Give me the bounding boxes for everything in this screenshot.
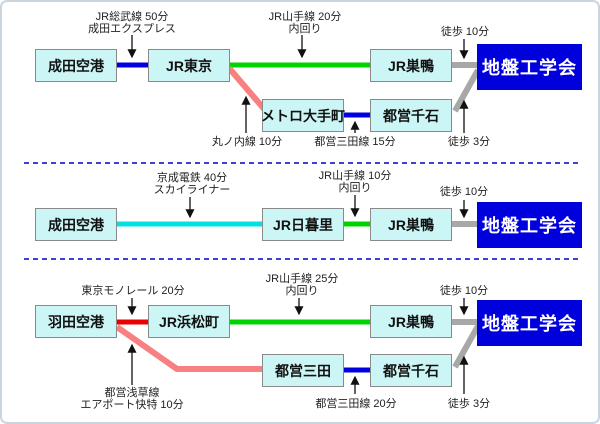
label-line: 徒歩 10分 <box>439 285 489 297</box>
station-jr-tokyo: JR東京 <box>148 49 230 82</box>
line-walk-sengoku-2 <box>452 324 481 369</box>
station-jr-nippori: JR日暮里 <box>262 208 344 241</box>
label-line: 丸ノ内線 10分 <box>211 136 283 148</box>
line-marunouchi <box>226 66 268 112</box>
label-line: スカイライナー <box>153 184 231 196</box>
label-line: 内回り <box>338 182 372 194</box>
label-line: JR山手線 10分 <box>318 170 392 182</box>
label-line: 都営三田線 15分 <box>314 136 396 148</box>
label-asakusa-line: 都営浅草線 エアポート快特 10分 <box>47 387 217 411</box>
station-jr-hamamatsucho: JR浜松町 <box>148 305 230 338</box>
label-line: 東京モノレール 20分 <box>81 285 185 297</box>
line-asakusa <box>115 324 263 372</box>
station-toei-sengoku-2: 都営千石 <box>370 354 452 387</box>
label-walk-10min-1: 徒歩 10分 <box>380 26 550 38</box>
label-walk-3min-1: 徒歩 3分 <box>384 136 554 148</box>
label-line: 徒歩 10分 <box>440 26 490 38</box>
label-line: 徒歩 3分 <box>447 136 491 148</box>
station-narita-airport-2: 成田空港 <box>35 208 117 241</box>
destination-box-1: 地盤工学会 <box>477 44 582 90</box>
label-line: 内回り <box>288 23 322 35</box>
station-haneda-airport: 羽田空港 <box>35 305 117 338</box>
station-metro-otemachi: メトロ大手町 <box>261 99 345 132</box>
label-line: エアポート快特 10分 <box>80 399 184 411</box>
label-marunouchi-line: 丸ノ内線 10分 <box>162 136 332 148</box>
label-yamanote-line-3: JR山手線 25分 内回り <box>217 273 387 297</box>
station-narita-airport-1: 成田空港 <box>35 49 117 82</box>
station-toei-mita: 都営三田 <box>262 354 344 387</box>
label-line: 京成電鉄 40分 <box>156 172 228 184</box>
label-line: JR山手線 25分 <box>265 273 339 285</box>
label-line: 徒歩 3分 <box>447 398 491 410</box>
label-line: 徒歩 10分 <box>439 186 489 198</box>
label-line: 都営浅草線 <box>104 387 160 399</box>
label-mita-line-20min: 都営三田線 20分 <box>271 398 441 410</box>
label-line: 内回り <box>285 285 319 297</box>
label-walk-10min-2: 徒歩 10分 <box>379 186 549 198</box>
station-jr-sugamo-3: JR巣鴨 <box>370 305 452 338</box>
label-line: 都営三田線 20分 <box>315 398 397 410</box>
station-jr-sugamo-2: JR巣鴨 <box>370 208 452 241</box>
label-yamanote-line-2: JR山手線 10分 内回り <box>270 170 440 194</box>
label-tokyo-monorail: 東京モノレール 20分 <box>48 285 218 297</box>
label-yamanote-line-1: JR山手線 20分 内回り <box>220 11 390 35</box>
station-jr-sugamo-1: JR巣鴨 <box>370 49 452 82</box>
label-keisei-railway: 京成電鉄 40分 スカイライナー <box>107 172 277 196</box>
label-line: 成田エクスプレス <box>88 23 176 35</box>
label-line: JR山手線 20分 <box>268 11 342 23</box>
label-line: JR総武線 50分 <box>95 11 169 23</box>
destination-box-2: 地盤工学会 <box>477 202 582 248</box>
line-walk-sengoku-1 <box>452 68 481 113</box>
label-walk-3min-2: 徒歩 3分 <box>384 398 554 410</box>
label-mita-line-15min: 都営三田線 15分 <box>270 136 440 148</box>
station-toei-sengoku-1: 都営千石 <box>370 99 452 132</box>
destination-box-3: 地盤工学会 <box>477 300 582 346</box>
label-walk-10min-3: 徒歩 10分 <box>379 285 549 297</box>
label-jr-sobu-line: JR総武線 50分 成田エクスプレス <box>47 11 217 35</box>
